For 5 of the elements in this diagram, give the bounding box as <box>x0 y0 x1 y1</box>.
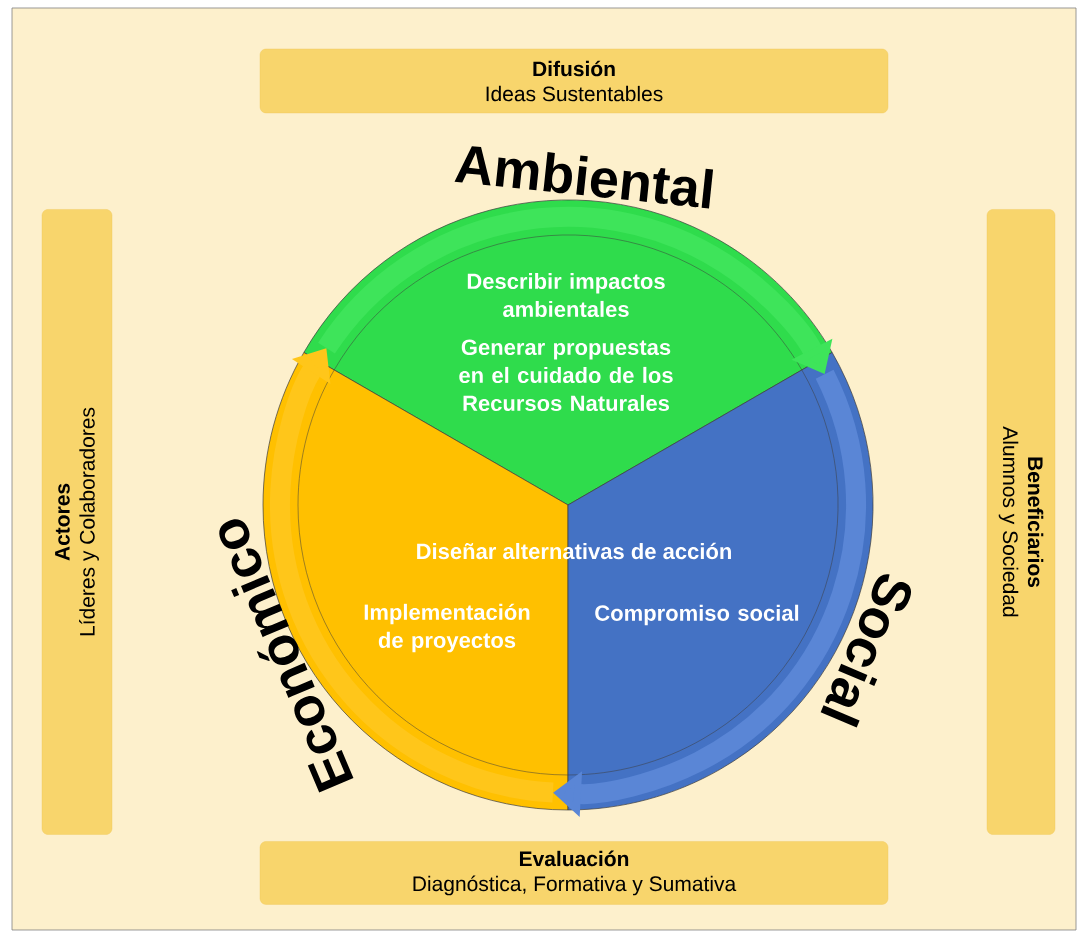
info-box: Actores Líderes y Colaboradores <box>41 209 113 835</box>
info-box: Evaluación Diagnóstica, Formativa y Sumativa <box>259 841 889 905</box>
sector-title: Social <box>820 574 912 728</box>
info-box: Difusión Ideas Sustentables <box>259 48 889 114</box>
info-box: Beneficiarios Alumnos y Sociedad <box>986 209 1056 835</box>
